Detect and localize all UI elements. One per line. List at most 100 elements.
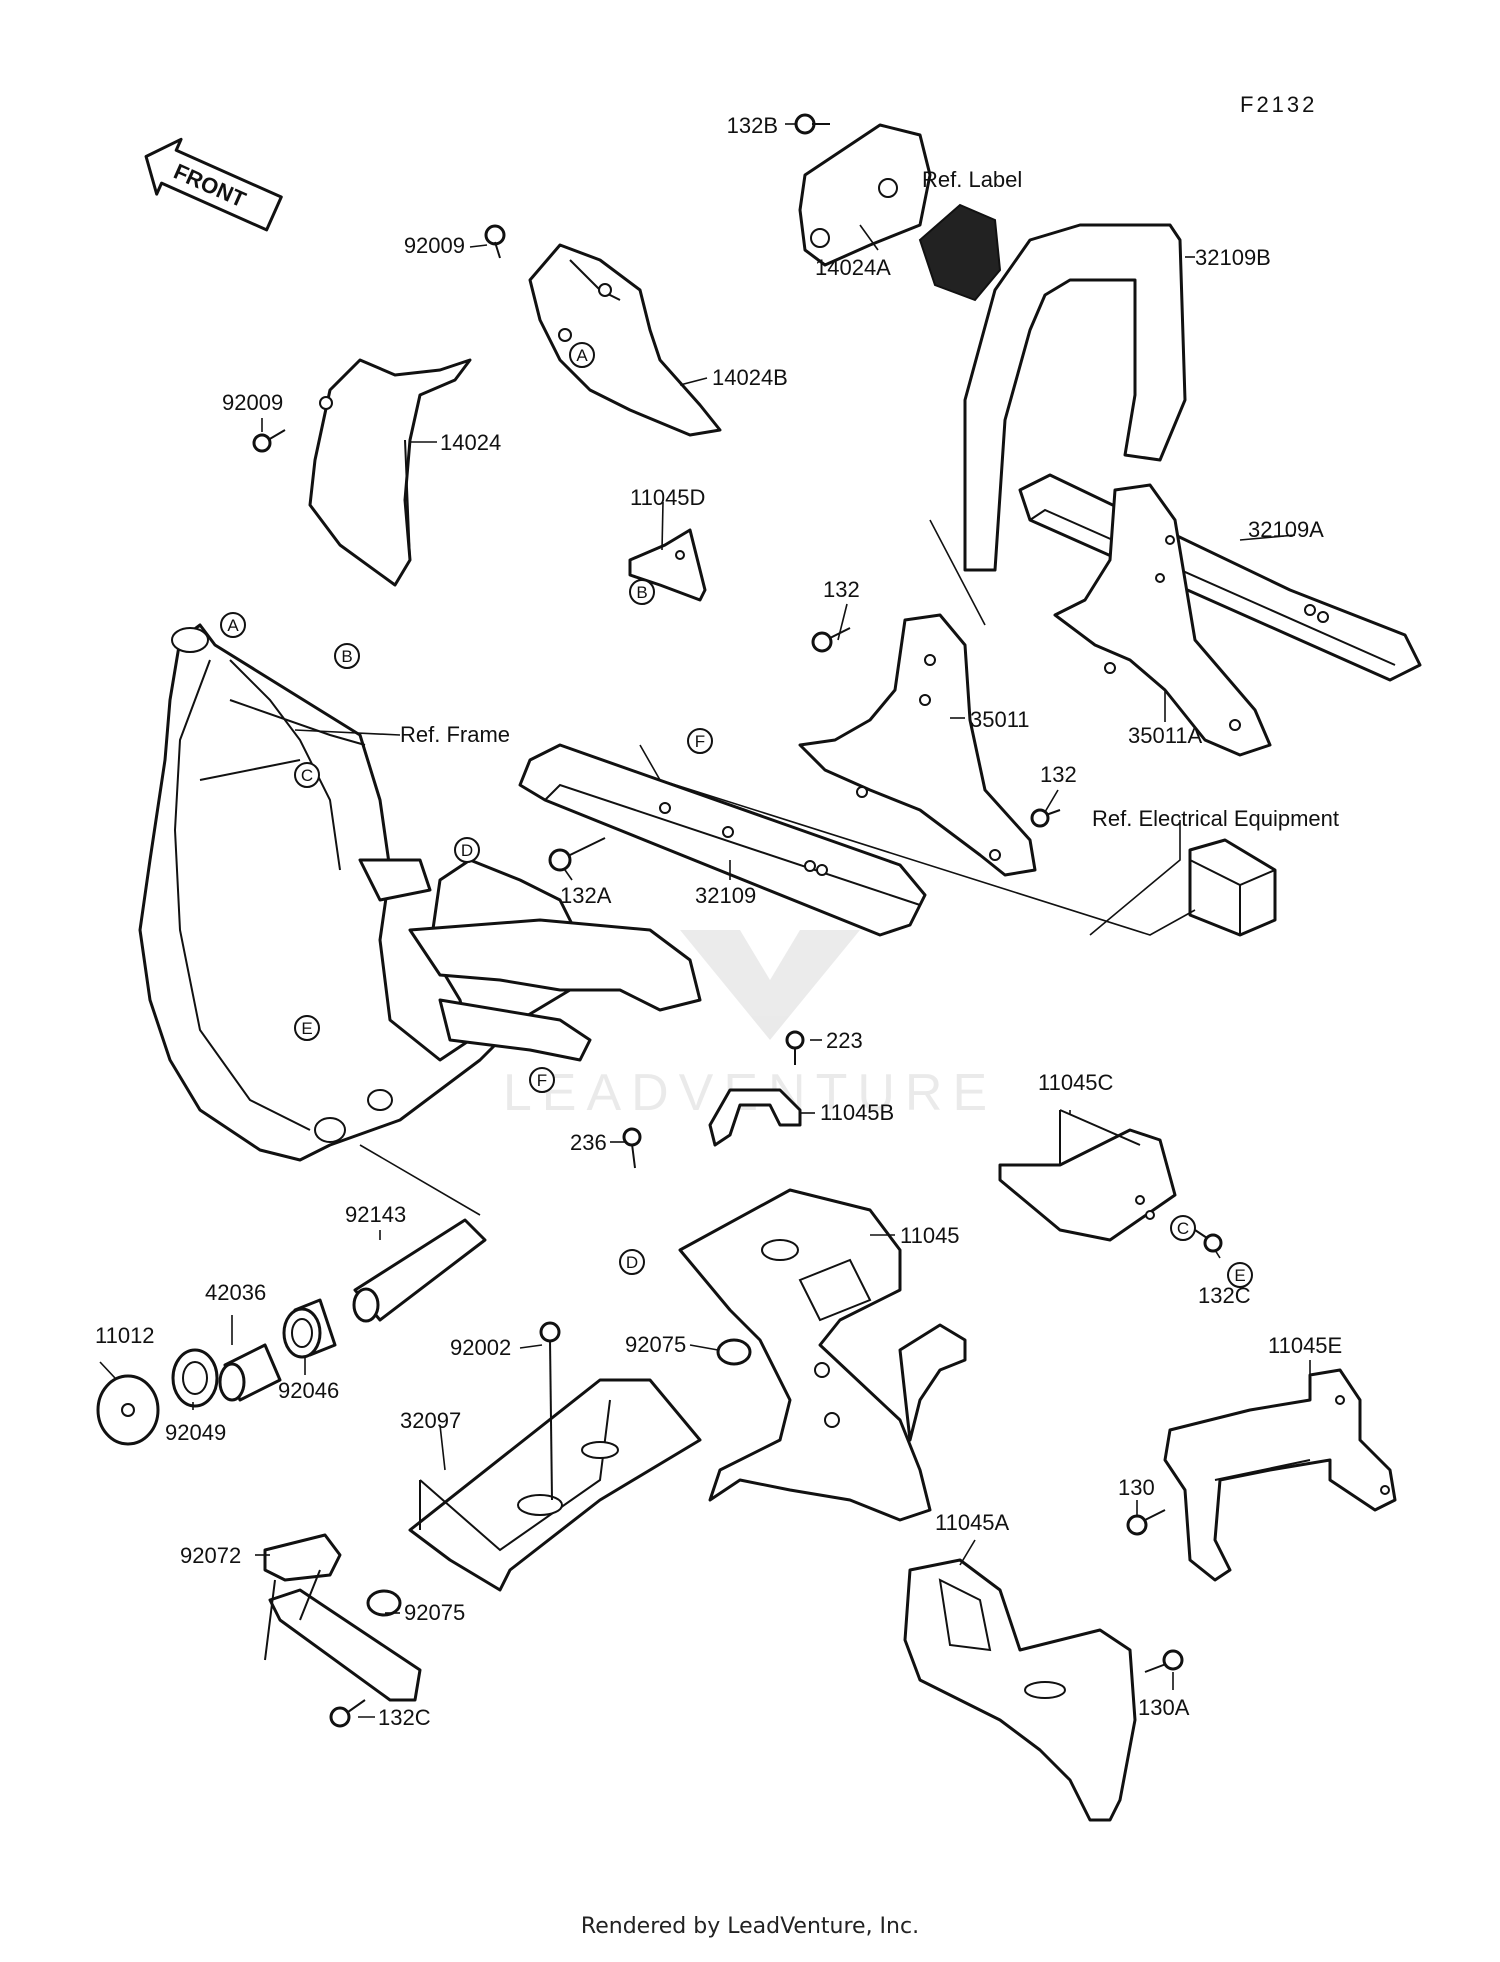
battery-bracket-11045 bbox=[678, 1188, 967, 1522]
electrical-block bbox=[1188, 838, 1277, 937]
grommet-92075-mid bbox=[716, 1338, 752, 1366]
cover-14024A bbox=[798, 123, 932, 267]
part-label: 32109A bbox=[1248, 517, 1324, 542]
part-label: 92072 bbox=[180, 1543, 241, 1568]
part-label: 35011 bbox=[970, 707, 1030, 732]
ref-label: Ref. Label bbox=[922, 167, 1022, 192]
part-label: 92009 bbox=[222, 390, 283, 415]
part-label: 223 bbox=[826, 1028, 863, 1053]
footer-credit: Rendered by LeadVenture, Inc. bbox=[580, 1914, 920, 1939]
bolt-icons bbox=[252, 113, 1223, 1728]
bolt-236-icon bbox=[622, 1127, 642, 1169]
callout-F-frame: F bbox=[529, 1067, 555, 1093]
svg-text:B: B bbox=[341, 647, 352, 666]
callout-D-frame: D bbox=[454, 837, 480, 863]
svg-text:D: D bbox=[461, 841, 473, 860]
motorcycle-frame bbox=[138, 623, 702, 1162]
part-label: 92143 bbox=[345, 1202, 406, 1227]
part-label: 132 bbox=[823, 577, 860, 602]
front-arrow-icon: FRONT bbox=[144, 137, 283, 232]
part-label: 92009 bbox=[404, 233, 465, 258]
bolt-92009-left-icon bbox=[252, 429, 286, 453]
svg-text:E: E bbox=[1234, 1266, 1245, 1285]
callout-E-bracket: E bbox=[1227, 1262, 1253, 1288]
bolt-132A-icon bbox=[548, 837, 606, 872]
shaft-92143 bbox=[352, 1218, 487, 1323]
callouts: A B A B C D F E F C D E bbox=[220, 342, 1253, 1288]
part-label: 11012 bbox=[95, 1323, 155, 1348]
svg-text:F: F bbox=[537, 1071, 547, 1090]
svg-text:A: A bbox=[576, 346, 588, 365]
bracket-11045B bbox=[708, 1088, 802, 1147]
bolt-92002-icon bbox=[539, 1321, 561, 1501]
part-label: 14024A bbox=[815, 255, 891, 280]
part-label: 11045A bbox=[935, 1510, 1010, 1535]
side-cover-14024 bbox=[308, 358, 472, 587]
svg-text:C: C bbox=[301, 766, 313, 785]
cap-11012 bbox=[96, 1374, 160, 1446]
part-label: 11045C bbox=[1038, 1070, 1114, 1095]
bracket-11045A bbox=[903, 1558, 1137, 1822]
bracket-11045E bbox=[1163, 1368, 1397, 1582]
svg-text:B: B bbox=[636, 583, 647, 602]
part-label: 32097 bbox=[400, 1408, 461, 1433]
bolt-223-icon bbox=[785, 1030, 805, 1065]
seal-92049 bbox=[171, 1348, 219, 1408]
svg-text:F: F bbox=[695, 732, 705, 751]
ref-electrical: Ref. Electrical Equipment bbox=[1092, 806, 1339, 831]
part-label: 132 bbox=[1040, 762, 1077, 787]
part-label: 92049 bbox=[165, 1420, 226, 1445]
part-label: 32109 bbox=[695, 883, 756, 908]
part-label: 11045D bbox=[630, 485, 705, 510]
svg-text:C: C bbox=[1177, 1219, 1189, 1238]
backrest-32109B bbox=[963, 223, 1187, 572]
bolt-130A-icon bbox=[1144, 1649, 1184, 1673]
bracket-11045D bbox=[628, 528, 707, 602]
side-plate-35011 bbox=[798, 613, 1037, 877]
bolt-132-lower-icon bbox=[1030, 808, 1061, 828]
part-label: 11045E bbox=[1268, 1333, 1342, 1358]
callout-C-frame: C bbox=[294, 762, 320, 788]
callout-A-frame: A bbox=[220, 612, 246, 638]
bolt-132C-left-icon bbox=[329, 1699, 366, 1728]
bearing-92046 bbox=[282, 1298, 337, 1359]
part-label: 236 bbox=[570, 1130, 607, 1155]
part-label: 132B bbox=[727, 113, 778, 138]
bolt-92009-top-icon bbox=[484, 224, 506, 259]
part-label: 32109B bbox=[1195, 245, 1271, 270]
svg-text:E: E bbox=[301, 1019, 312, 1038]
part-label: 14024B bbox=[712, 365, 788, 390]
side-plate-35011A bbox=[1053, 483, 1272, 757]
part-label: 11045B bbox=[820, 1100, 894, 1125]
callout-A-cover: A bbox=[569, 342, 595, 368]
bracket-11045C bbox=[998, 1109, 1177, 1242]
part-label: 130A bbox=[1138, 1695, 1190, 1720]
bolt-132B-icon bbox=[794, 113, 830, 135]
callout-B-bracket: B bbox=[629, 579, 655, 605]
callout-D-battery: D bbox=[619, 1249, 645, 1275]
part-label: 132A bbox=[560, 883, 612, 908]
part-label: 92075 bbox=[404, 1600, 465, 1625]
part-label: 92046 bbox=[278, 1378, 339, 1403]
part-label: 132C bbox=[378, 1705, 431, 1730]
grommet-92075-low bbox=[366, 1589, 402, 1617]
stay-92072 bbox=[263, 1533, 422, 1702]
part-label: 92075 bbox=[625, 1332, 686, 1357]
bolt-130-icon bbox=[1126, 1509, 1166, 1536]
svg-text:A: A bbox=[227, 616, 239, 635]
battery-holder-32097 bbox=[408, 1378, 702, 1592]
part-label: 42036 bbox=[205, 1280, 266, 1305]
bolt-132-upper-icon bbox=[811, 627, 851, 653]
callout-B-frame: B bbox=[334, 643, 360, 669]
part-label: 35011A bbox=[1128, 723, 1203, 748]
part-label: 132C bbox=[1198, 1283, 1251, 1308]
collar-42036 bbox=[218, 1343, 282, 1402]
side-cover-14024B bbox=[528, 243, 722, 437]
leader-lines bbox=[99, 123, 1311, 1718]
ref-frame: Ref. Frame bbox=[400, 722, 510, 747]
part-label: 14024 bbox=[440, 430, 501, 455]
figure-id: F2132 bbox=[1240, 92, 1317, 117]
seat-bar-32109A bbox=[1018, 473, 1422, 682]
bolt-132C-right-icon bbox=[1194, 1229, 1223, 1253]
